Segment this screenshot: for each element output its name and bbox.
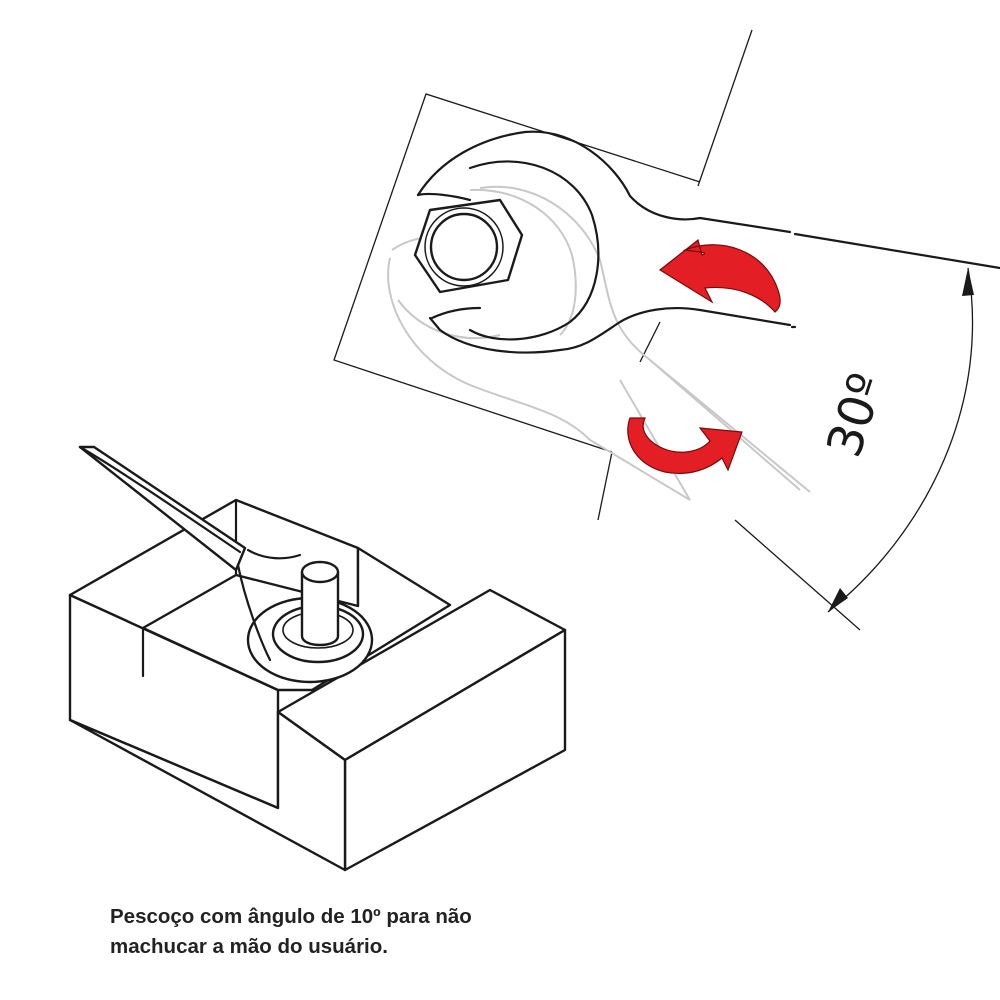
block-front-face	[68, 710, 347, 872]
work-surface-frame	[333, 93, 701, 453]
wrench-neck	[236, 548, 302, 662]
rotate-counterclockwise-arrow-icon	[658, 238, 781, 313]
wall-edge-line-bottom	[597, 451, 613, 521]
dimension-arrowhead-icon-lower	[828, 588, 848, 612]
open-end-wrench-detail: 30º	[333, 29, 1000, 631]
ghost-handle-edge-2	[619, 379, 691, 501]
angle-dimension-arc	[827, 267, 974, 613]
rotate-clockwise-arrow-icon	[627, 417, 743, 474]
main-wrench-outline	[416, 130, 792, 354]
bolt-ring	[424, 207, 504, 287]
ghost-jaw-inner	[469, 188, 577, 336]
handle-upper-edge	[793, 232, 1000, 270]
wrench-description-caption: Pescoço com ângulo de 10º para não machu…	[110, 902, 630, 962]
wall-edge-line	[697, 29, 753, 187]
wrench-handle-edge	[78, 445, 242, 554]
dimension-arrowhead-icon	[962, 268, 974, 296]
ghost-wrench-outline	[387, 185, 801, 501]
wrench-handle	[78, 445, 247, 572]
bolt-shaft	[300, 570, 340, 647]
caption-line-2: machucar a mão do usuário.	[110, 935, 388, 958]
combination-wrench-illustration	[68, 445, 567, 872]
ghost-handle-edge	[649, 359, 811, 493]
wall-edge-line-lower	[639, 321, 661, 363]
bolt-head	[429, 212, 499, 282]
angle-reference-line	[734, 519, 861, 631]
main-wrench-inner-jaw	[468, 160, 600, 341]
caption-line-1: Pescoço com ângulo de 10º para não	[110, 905, 472, 928]
angle-label: 30º	[816, 367, 895, 464]
main-wrench-jaw	[416, 192, 482, 320]
bolt-top	[300, 560, 340, 584]
